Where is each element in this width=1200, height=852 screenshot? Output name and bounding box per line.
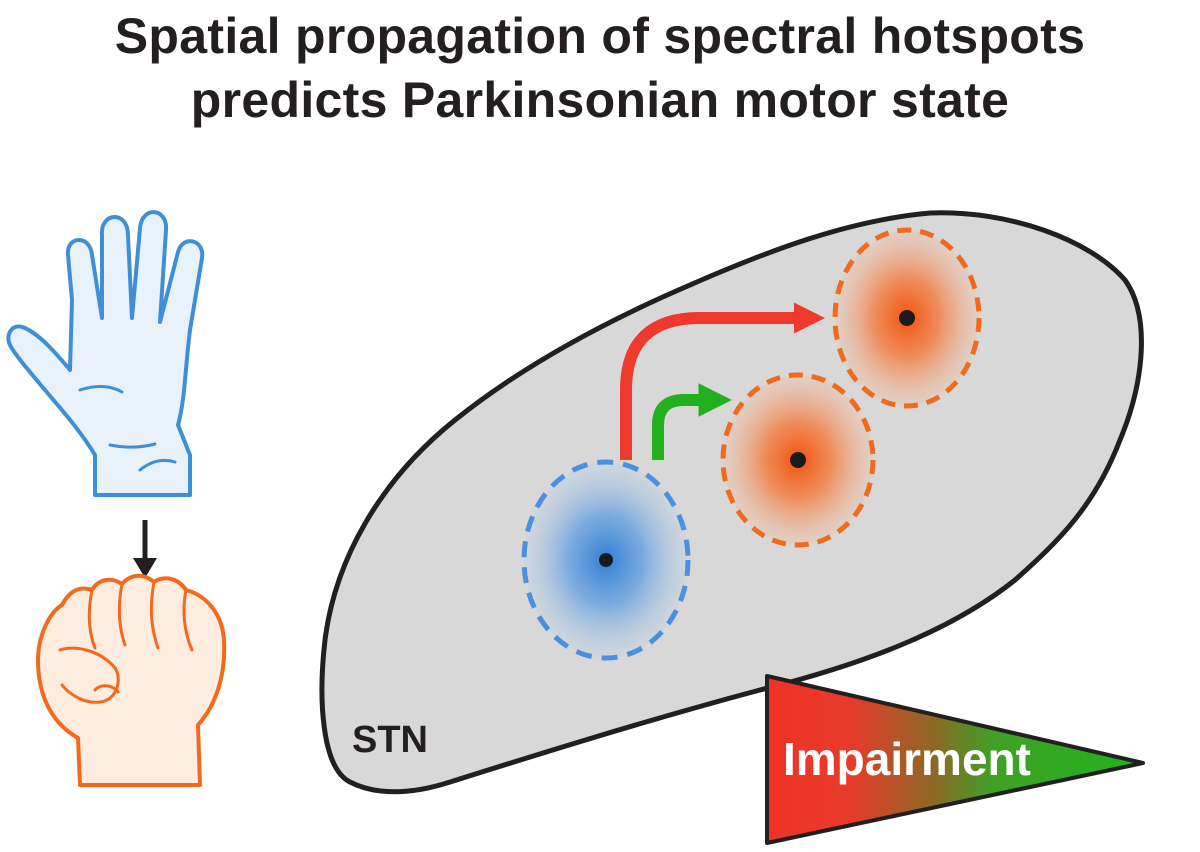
title-line-1: Spatial propagation of spectral hotspots [114, 8, 1086, 64]
down-arrow-icon [133, 520, 157, 578]
red-propagation-arrow [620, 302, 825, 460]
green-propagation-arrow [652, 383, 732, 460]
blue-hotspot [521, 459, 691, 661]
impairment-label: Impairment [783, 733, 1031, 785]
orange-hotspot-mid [720, 372, 876, 548]
figure-title: Spatial propagation of spectral hotspots… [0, 4, 1200, 132]
impairment-wedge: Impairment [765, 674, 1145, 845]
orange-hotspot-top [832, 227, 982, 409]
stn-label: STN [352, 719, 428, 761]
title-line-2: predicts Parkinsonian motor state [190, 72, 1010, 128]
fist-icon [36, 573, 227, 787]
open-hand-icon [6, 210, 205, 497]
